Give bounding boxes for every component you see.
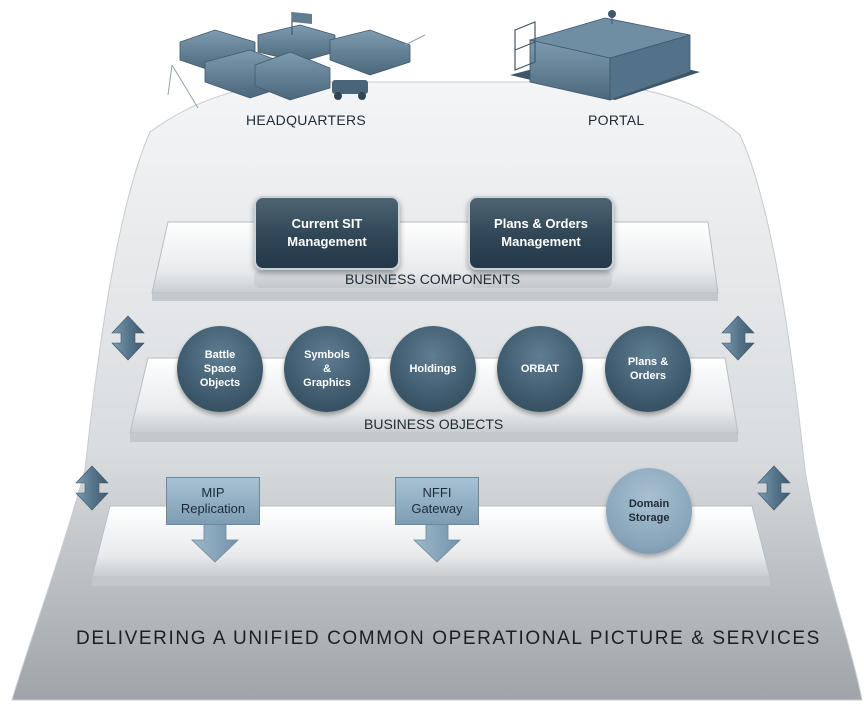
business-objects-label: BUSINESS OBJECTS <box>364 416 504 432</box>
plans-orders-management-box: Plans & Orders Management <box>468 196 614 270</box>
mip-replication-text: MIP Replication <box>180 485 246 516</box>
orbat-circle: ORBAT <box>497 326 583 412</box>
plans-orders-reflection <box>470 270 612 288</box>
plans-orders-circle: Plans & Orders <box>605 326 691 412</box>
nffi-down-arrow <box>413 523 461 563</box>
plans-orders-text: Plans & Orders <box>627 356 669 382</box>
footer-tagline: DELIVERING A UNIFIED COMMON OPERATIONAL … <box>76 628 821 649</box>
domain-storage-text: Domain Storage <box>628 498 670 524</box>
headquarters-illustration <box>167 12 426 109</box>
symbols-graphics-circle: Symbols & Graphics <box>284 326 370 412</box>
portal-illustration <box>510 10 700 101</box>
current-sit-management-text: Current SIT Management <box>287 216 367 249</box>
holdings-text: Holdings <box>409 363 457 375</box>
data-platform-edge <box>92 577 770 586</box>
battle-space-objects-circle: Battle Space Objects <box>177 326 263 412</box>
mip-down-arrow <box>191 523 239 563</box>
nffi-gateway-text: NFFI Gateway <box>411 485 463 516</box>
updown-arrow-right-lower <box>757 465 791 511</box>
current-sit-reflection <box>254 270 396 288</box>
battle-space-objects-text: Battle Space Objects <box>199 349 241 389</box>
current-sit-management-box: Current SIT Management <box>254 196 400 270</box>
symbols-graphics-text: Symbols & Graphics <box>303 349 351 389</box>
domain-storage-circle: Domain Storage <box>606 468 692 554</box>
holdings-circle: Holdings <box>390 326 476 412</box>
components-platform-edge <box>152 293 718 301</box>
updown-arrow-left-lower <box>75 465 109 511</box>
nffi-gateway-box: NFFI Gateway <box>395 477 479 525</box>
orbat-text: ORBAT <box>520 363 560 375</box>
headquarters-label: HEADQUARTERS <box>246 112 367 128</box>
plans-orders-management-text: Plans & Orders Management <box>494 216 588 249</box>
updown-arrow-right-upper <box>721 315 755 361</box>
mip-replication-box: MIP Replication <box>166 477 260 525</box>
objects-platform-edge <box>130 433 738 442</box>
updown-arrow-left-upper <box>111 315 145 361</box>
business-components-label: BUSINESS COMPONENTS <box>345 271 521 287</box>
portal-label: PORTAL <box>588 112 645 128</box>
